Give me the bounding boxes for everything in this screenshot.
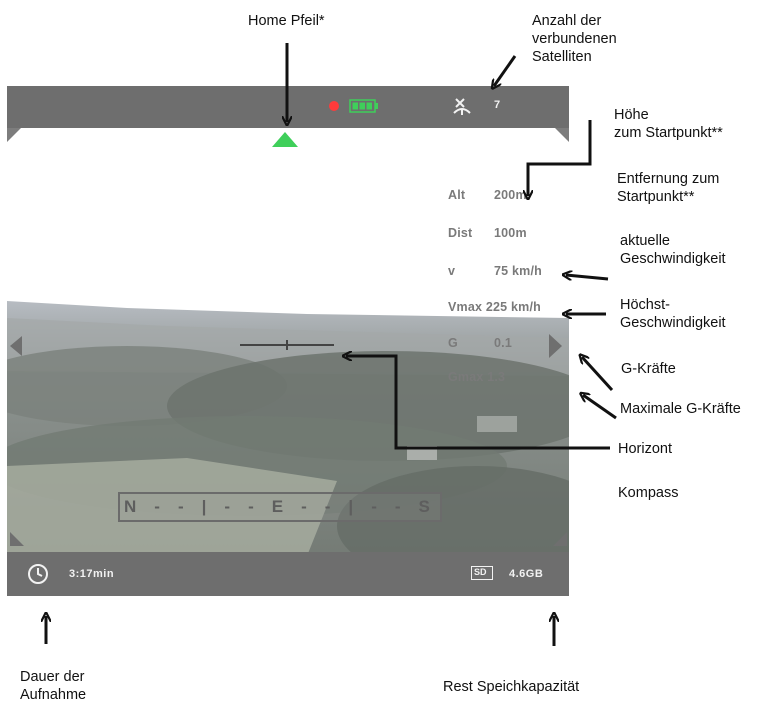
label-storage: Rest Speichkapazität (443, 678, 579, 696)
label-compass: Kompass (618, 484, 678, 502)
label-speed: aktuelle Geschwindigkeit (620, 232, 726, 268)
label-horizon: Horizont (618, 440, 672, 458)
label-max-speed: Höchst- Geschwindigkeit (620, 296, 726, 332)
label-distance: Entfernung zum Startpunkt** (617, 170, 719, 206)
label-home-arrow: Home Pfeil* (248, 12, 325, 30)
label-g-force: G-Kräfte (621, 360, 676, 378)
label-duration: Dauer der Aufnahme (20, 668, 86, 704)
label-max-g-force: Maximale G-Kräfte (620, 400, 741, 418)
label-satellites: Anzahl der verbundenen Satelliten (532, 12, 617, 66)
label-altitude: Höhe zum Startpunkt** (614, 106, 723, 142)
